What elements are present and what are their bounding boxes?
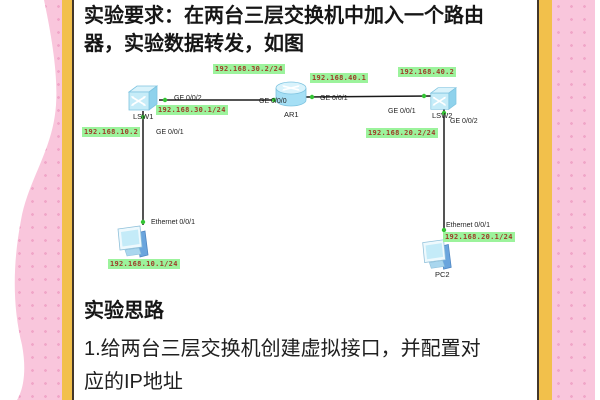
switch-icon-lsw1 <box>127 85 158 111</box>
port-label-ar1-right: GE 0/0/1 <box>320 95 348 102</box>
switch-icon-lsw2 <box>429 86 457 111</box>
ip-label-link2-left: 192.168.40.1 <box>310 73 369 83</box>
port-label-sw2-left: GE 0/0/1 <box>388 108 416 115</box>
port-status-dot <box>162 97 168 103</box>
step1-line-1: 1.给两台三层交换机创建虚拟接口，并配置对 <box>84 338 481 360</box>
port-status-dot <box>140 219 146 225</box>
port-label-sw1-down: GE 0/0/1 <box>156 129 184 136</box>
requirement-heading: 实验要求：在两台三层交换机中加入一个路由 器，实验数据转发，如图 <box>84 2 536 58</box>
device-label-lsw2: LSW2 <box>432 111 453 120</box>
right-gold-strip <box>539 0 552 400</box>
pc-icon-pc1 <box>117 225 149 258</box>
ip-label-pc1: 192.168.10.1/24 <box>108 259 180 269</box>
right-pink-border <box>552 0 595 400</box>
port-label-sw2-down: GE 0/0/2 <box>450 118 478 125</box>
device-label-ar1: AR1 <box>284 110 299 119</box>
ip-label-sw1-right: 192.168.30.1/24 <box>156 105 228 115</box>
ip-label-pc2: 192.168.20.1/24 <box>443 232 515 242</box>
ip-label-sw1-left: 192.168.10.2 <box>82 127 141 137</box>
port-status-dot <box>441 110 447 116</box>
ip-label-link2-right: 192.168.40.2 <box>398 67 457 77</box>
right-divider-line <box>537 0 539 400</box>
requirement-line-1: 实验要求：在两台三层交换机中加入一个路由 <box>84 5 484 27</box>
ip-label-link1-top: 192.168.30.2/24 <box>213 64 285 74</box>
pc-icon-pc2 <box>422 239 452 270</box>
requirement-line-2: 器，实验数据转发，如图 <box>84 33 304 55</box>
port-status-dot <box>271 97 277 103</box>
router-icon-ar1 <box>275 81 307 107</box>
device-label-pc2: PC2 <box>435 270 450 279</box>
port-status-dot <box>421 93 427 99</box>
left-gold-strip <box>62 0 72 400</box>
step1-line-2: 应的IP地址 <box>84 371 183 393</box>
port-label-pc2-up: Ethernet 0/0/1 <box>446 222 490 229</box>
left-divider-line <box>72 0 74 400</box>
port-status-dot <box>441 227 447 233</box>
port-label-pc1-up: Ethernet 0/0/1 <box>151 219 195 226</box>
port-status-dot <box>140 114 146 120</box>
port-label-ar1-left: GE 0/0/0 <box>259 98 287 105</box>
port-status-dot <box>309 94 315 100</box>
thinking-section-title: 实验思路 <box>84 300 164 322</box>
ip-label-sw2-bottom: 192.168.20.2/24 <box>366 128 438 138</box>
port-label-sw1-right: GE 0/0/2 <box>174 95 202 102</box>
link-ar1-lsw2 <box>305 95 432 98</box>
device-label-lsw1: LSW1 <box>133 112 154 121</box>
